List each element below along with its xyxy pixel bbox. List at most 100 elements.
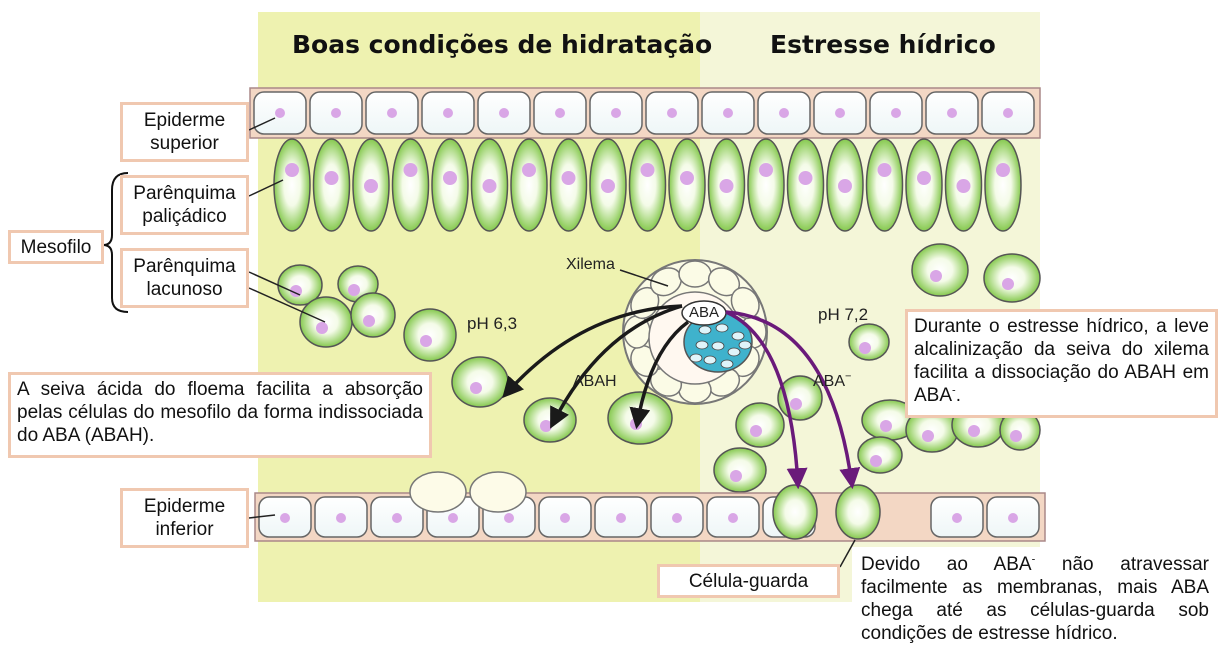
cell-nucleus	[540, 420, 552, 432]
parenquima-palicadico-box: Parênquima paliçádico	[120, 175, 249, 235]
cell-nucleus	[672, 513, 682, 523]
aba-minus-sup: −	[845, 370, 852, 383]
cell-nucleus	[443, 171, 457, 185]
cell-nucleus	[859, 342, 871, 354]
cell-nucleus	[324, 171, 339, 185]
aba-minus-text: ABA	[813, 373, 846, 390]
upper-epidermis	[249, 87, 1041, 139]
celula-guarda-box: Célula-guarda	[657, 564, 840, 598]
epiderme-inferior-box: Epiderme inferior	[120, 488, 249, 548]
spongy-cell	[911, 243, 969, 297]
cell-nucleus	[1003, 108, 1013, 118]
palisade-cell	[391, 138, 430, 232]
acid-sap-note: A seiva ácida do floema facilita a absor…	[8, 372, 432, 458]
cell-nucleus	[930, 270, 942, 282]
cell-nucleus	[759, 163, 773, 177]
cell-nucleus	[779, 108, 789, 118]
phloem-cell	[720, 359, 734, 369]
aba-label: ABA	[689, 304, 720, 321]
cell-nucleus	[952, 513, 962, 523]
cell-nucleus	[392, 513, 402, 523]
cell-nucleus	[348, 284, 360, 296]
lower-epidermis	[254, 492, 1046, 542]
phloem-cell	[731, 331, 745, 341]
ph-left-label: pH 6,3	[467, 314, 518, 333]
palisade-cell	[273, 138, 311, 232]
cell-nucleus	[730, 470, 742, 482]
cell-nucleus	[880, 420, 892, 432]
cell-nucleus	[561, 171, 576, 185]
spongy-cell	[299, 296, 353, 348]
epiderme-superior-box: Epiderme superior	[120, 102, 249, 162]
palisade-cell	[865, 138, 904, 232]
cell-nucleus	[922, 430, 934, 442]
cell-nucleus	[891, 108, 901, 118]
guard-note: Devido ao ABA- não atravessar facilmente…	[852, 547, 1218, 656]
xilema-label: Xilema	[566, 256, 615, 273]
cell-nucleus	[1008, 513, 1018, 523]
spongy-cell	[735, 402, 785, 448]
cell-nucleus	[838, 179, 852, 193]
cell-nucleus	[420, 335, 432, 347]
spongy-cell	[403, 308, 457, 362]
cell-nucleus	[667, 108, 677, 118]
aba-minus-label: ABA−	[813, 370, 852, 391]
guard-note-text2: não atravessar facilmente as membranas, …	[861, 554, 1209, 644]
spongy-cell	[523, 397, 577, 443]
stress-note: Durante o estresse hídrico, a leve alcal…	[905, 309, 1218, 418]
spongy-cell	[451, 356, 509, 408]
cell-nucleus	[316, 322, 328, 334]
spongy-cell	[713, 447, 767, 493]
palisade-cell	[628, 138, 667, 232]
phloem-cell	[695, 340, 709, 350]
cell-nucleus	[723, 108, 733, 118]
parenquima-lacunoso-box: Parênquima lacunoso	[120, 248, 249, 308]
vascular-bundle	[622, 259, 768, 405]
cell-nucleus	[956, 179, 971, 193]
cell-nucleus	[499, 108, 509, 118]
palisade-cell	[510, 138, 548, 232]
spongy-cell	[983, 253, 1041, 303]
phloem-cell	[715, 323, 729, 333]
cell-nucleus	[387, 108, 397, 118]
cell-nucleus	[601, 179, 615, 193]
palisade-layer	[273, 138, 1022, 232]
cell-nucleus	[285, 163, 299, 177]
cell-nucleus	[790, 398, 802, 410]
cell-nucleus	[611, 108, 621, 118]
cell-nucleus	[280, 513, 290, 523]
cell-nucleus	[835, 108, 845, 118]
aba-minus-arrows	[725, 310, 861, 490]
cell-nucleus	[560, 513, 570, 523]
mesofilo-box: Mesofilo	[8, 230, 104, 264]
sheath-cell	[678, 260, 712, 288]
abah-arrows	[502, 304, 690, 430]
phloem-cell	[727, 347, 741, 357]
leader-lines	[248, 117, 856, 568]
header-hydrated: Boas condições de hidratação	[292, 30, 713, 59]
guard-note-text1: Devido ao ABA	[861, 554, 1032, 575]
spongy-cell	[350, 292, 396, 338]
cell-nucleus	[403, 163, 418, 177]
spongy-cell	[857, 436, 903, 474]
cell-nucleus	[616, 513, 626, 523]
palisade-cell	[747, 138, 785, 232]
cell-nucleus	[968, 425, 980, 437]
cell-nucleus	[275, 108, 285, 118]
cell-nucleus	[798, 171, 813, 185]
cell-nucleus	[870, 455, 882, 467]
stress-note-text: Durante o estresse hídrico, a leve alcal…	[914, 316, 1209, 406]
cell-nucleus	[877, 163, 892, 177]
cell-nucleus	[1010, 430, 1022, 442]
cell-nucleus	[996, 163, 1010, 177]
palisade-cell	[984, 138, 1022, 232]
cell-nucleus	[363, 315, 375, 327]
cell-nucleus	[750, 425, 762, 437]
ph-right-label: pH 7,2	[818, 305, 869, 324]
cell-nucleus	[719, 179, 734, 193]
cell-nucleus	[448, 513, 458, 523]
phloem-cell	[738, 340, 752, 350]
stress-note-end: .	[955, 385, 961, 406]
phloem-cell	[711, 341, 725, 351]
